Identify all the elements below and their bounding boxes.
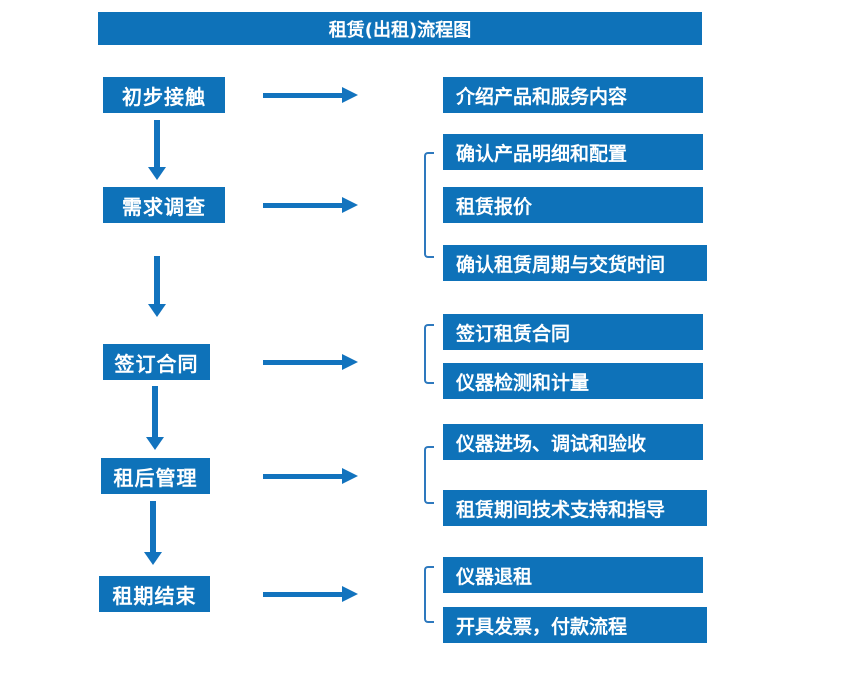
group-bracket (424, 152, 434, 258)
down-arrow-head (144, 552, 162, 565)
output-box-confirm-rental-period: 确认租赁周期与交货时间 (443, 245, 707, 281)
right-arrow (263, 87, 358, 103)
group-bracket (424, 324, 434, 384)
step-box-sign-contract: 签订合同 (103, 344, 210, 380)
output-box-technical-support: 租赁期间技术支持和指导 (443, 490, 707, 526)
right-arrow-shaft (263, 360, 343, 365)
right-arrow (263, 197, 358, 213)
right-arrow-head (342, 586, 358, 602)
output-box-instrument-return: 仪器退租 (443, 557, 703, 593)
output-box-invoice-payment: 开具发票，付款流程 (443, 607, 707, 643)
group-bracket (424, 566, 434, 623)
title-bar: 租赁(出租)流程图 (98, 12, 702, 45)
right-arrow (263, 586, 358, 602)
down-arrow-shaft (154, 256, 160, 305)
right-arrow (263, 468, 358, 484)
down-arrow (146, 386, 164, 450)
down-arrow-shaft (152, 386, 158, 438)
right-arrow-shaft (263, 592, 343, 597)
step-box-demand-survey: 需求调查 (103, 187, 225, 223)
output-box-introduce-products: 介绍产品和服务内容 (443, 77, 703, 113)
output-box-instrument-inspection: 仪器检测和计量 (443, 363, 703, 399)
down-arrow-head (148, 167, 166, 180)
right-arrow-shaft (263, 203, 343, 208)
down-arrow (144, 501, 162, 565)
down-arrow-head (148, 304, 166, 317)
output-box-instrument-arrival: 仪器进场、调试和验收 (443, 424, 703, 460)
right-arrow-head (342, 468, 358, 484)
step-box-rental-end: 租期结束 (99, 576, 210, 612)
right-arrow-head (342, 87, 358, 103)
step-box-post-rental-management: 租后管理 (101, 458, 210, 494)
output-box-rental-quote: 租赁报价 (443, 187, 703, 223)
right-arrow-shaft (263, 93, 343, 98)
down-arrow-head (146, 437, 164, 450)
down-arrow-shaft (150, 501, 156, 553)
page-title: 租赁(出租)流程图 (328, 19, 472, 41)
right-arrow-head (342, 197, 358, 213)
down-arrow-shaft (154, 120, 160, 168)
output-box-confirm-product-details: 确认产品明细和配置 (443, 134, 703, 170)
down-arrow (148, 256, 166, 317)
step-box-initial-contact: 初步接触 (103, 77, 225, 113)
right-arrow-shaft (263, 474, 343, 479)
group-bracket (424, 446, 434, 504)
output-box-sign-rental-contract: 签订租赁合同 (443, 314, 703, 350)
right-arrow-head (342, 354, 358, 370)
right-arrow (263, 354, 358, 370)
down-arrow (148, 120, 166, 180)
